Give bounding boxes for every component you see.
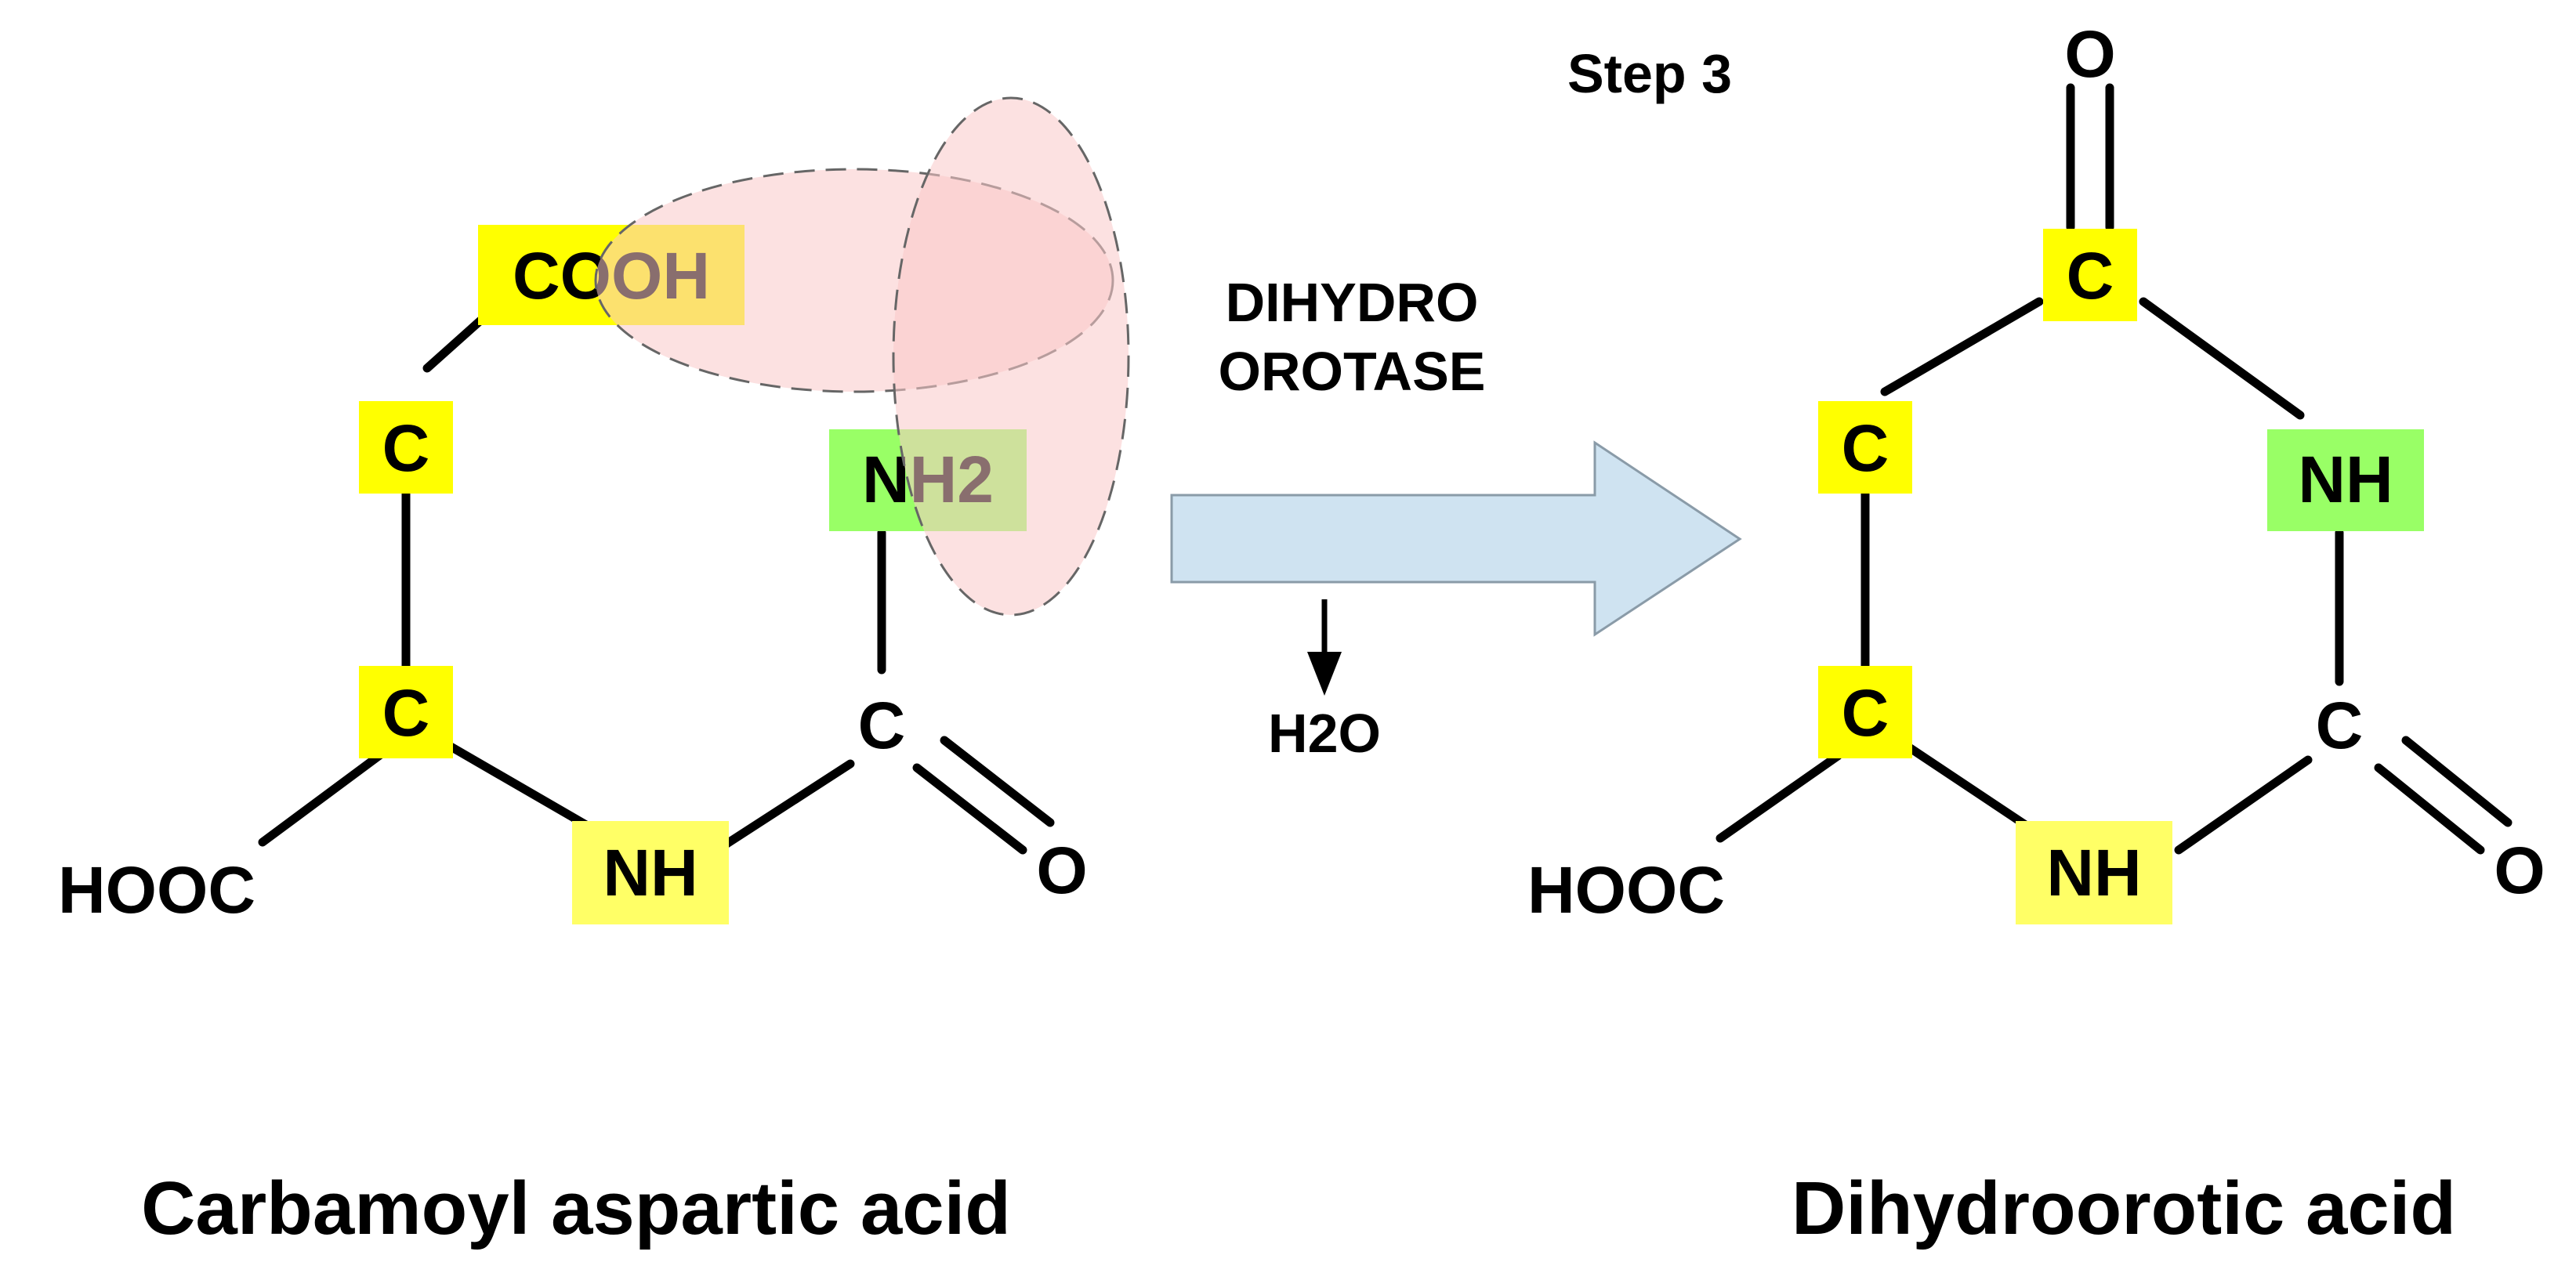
reactant-name: Carbamoyl aspartic acid <box>141 1167 1011 1250</box>
bond-c-c-upper <box>1880 297 2044 396</box>
atom-c-upper: C <box>382 411 430 485</box>
highlight-c-lower <box>359 666 453 758</box>
atom-hooc: HOOC <box>1527 853 1725 927</box>
water-release-arrowhead <box>1307 652 1342 696</box>
bond-nh-carbonyl-c <box>2174 755 2313 855</box>
enzyme-name-line2: OROTASE <box>1219 341 1486 402</box>
highlight-top-c <box>2043 229 2137 321</box>
bond-c-o-1 <box>2374 763 2485 855</box>
bond-c-hooc <box>1716 751 1842 843</box>
atom-hooc: HOOC <box>58 853 255 927</box>
atom-top-o: O <box>2064 17 2115 91</box>
highlight-c-upper <box>1818 401 1912 494</box>
bond-c-o-2 <box>2401 736 2513 827</box>
atom-c-lower: C <box>1842 676 1889 750</box>
atom-c-lower: C <box>382 676 430 750</box>
reaction-site-ellipse-vertical <box>892 96 1130 617</box>
atom-nh: NH <box>603 836 697 910</box>
atom-nh-bottom: NH <box>2046 836 2141 910</box>
water-byproduct: H2O <box>1268 703 1381 764</box>
reaction-arrow-group: Step 3 DIHYDRO OROTASE H2O <box>1170 43 1742 764</box>
bond-nh-c <box>712 759 855 855</box>
atom-carbonyl-c: C <box>2316 689 2364 762</box>
bond-c-hooc <box>258 747 389 847</box>
highlight-nh-bottom <box>2016 821 2172 924</box>
atom-o: O <box>2494 834 2545 907</box>
product-name: Dihydroorotic acid <box>1792 1167 2456 1250</box>
highlight-nh <box>572 821 729 924</box>
reactant-molecule: COOH C C NH2 C NH HOOC O Carbamoyl aspar… <box>58 96 1130 1250</box>
atom-c-upper: C <box>1842 411 1889 485</box>
bond-c-nh-bottom <box>1900 740 2038 835</box>
highlight-c-lower <box>1818 666 1912 758</box>
product-molecule: O C C C NH C NH HOOC O Dihydroorotic aci… <box>1527 17 2545 1250</box>
bond-c-nh-right <box>2139 297 2305 420</box>
highlight-c-upper <box>359 401 453 494</box>
bond-c-o-2 <box>940 736 1055 827</box>
bond-c-nh <box>442 740 600 835</box>
enzyme-name-line1: DIHYDRO <box>1226 272 1479 333</box>
step-label: Step 3 <box>1567 43 1732 104</box>
atom-carbonyl-c: C <box>858 689 906 762</box>
reaction-arrow <box>1170 440 1742 637</box>
highlight-nh-right <box>2267 429 2424 531</box>
bond-c-o-1 <box>912 763 1027 855</box>
atom-o: O <box>1036 834 1087 907</box>
atom-top-c: C <box>2067 239 2114 313</box>
atom-nh-right: NH <box>2298 443 2393 516</box>
